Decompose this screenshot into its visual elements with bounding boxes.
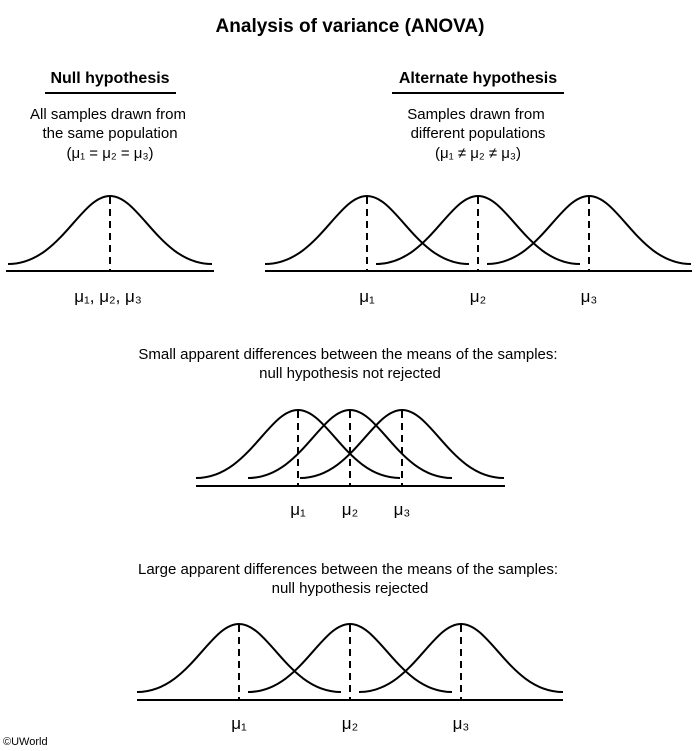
alternate-mu3-label: μ₃ bbox=[580, 287, 598, 306]
small-mu3-label: μ₃ bbox=[393, 500, 411, 519]
null-distribution-curve bbox=[7, 194, 213, 265]
null-hypothesis-formula: (μ₁ = μ₂ = μ₃) bbox=[66, 145, 154, 162]
alternate-mu2-label: μ₂ bbox=[469, 287, 487, 306]
alternate-curve-1 bbox=[264, 194, 470, 265]
null-hypothesis-description-line2: the same population bbox=[42, 125, 178, 142]
large-mu3-label: μ₃ bbox=[452, 714, 470, 733]
large-mu1-label: μ₁ bbox=[231, 714, 247, 733]
large-differences-line1: Large apparent differences between the m… bbox=[138, 561, 558, 578]
small-differences-line1: Small apparent differences between the m… bbox=[138, 346, 558, 363]
large-curve-1 bbox=[136, 622, 342, 693]
large-curve-2 bbox=[247, 622, 453, 693]
small-curve-3 bbox=[299, 408, 505, 479]
alternate-curve-3 bbox=[486, 194, 692, 265]
null-hypothesis-description-line1: All samples drawn from bbox=[30, 106, 186, 123]
small-differences-line2: null hypothesis not rejected bbox=[259, 365, 441, 382]
alternate-mu1-label: μ₁ bbox=[359, 287, 375, 306]
small-mu1-label: μ₁ bbox=[290, 500, 306, 519]
small-mu2-label: μ₂ bbox=[341, 500, 359, 519]
page-title: Analysis of variance (ANOVA) bbox=[215, 16, 485, 37]
copyright-text: ©UWorld bbox=[3, 736, 48, 748]
small-curve-1 bbox=[195, 408, 401, 479]
alternate-hypothesis-formula: (μ₁ ≠ μ₂ ≠ μ₃) bbox=[434, 145, 522, 162]
alternate-hypothesis-description-line2: different populations bbox=[410, 125, 546, 142]
null-means-label: μ₁, μ₂, μ₃ bbox=[74, 287, 142, 306]
large-differences-line2: null hypothesis rejected bbox=[271, 580, 429, 597]
alternate-curve-2 bbox=[375, 194, 581, 265]
alternate-hypothesis-heading: Alternate hypothesis bbox=[398, 70, 558, 87]
large-mu2-label: μ₂ bbox=[341, 714, 359, 733]
large-curve-3 bbox=[358, 622, 564, 693]
small-curve-2 bbox=[247, 408, 453, 479]
null-hypothesis-heading: Null hypothesis bbox=[50, 70, 170, 87]
alternate-hypothesis-description-line1: Samples drawn from bbox=[407, 106, 545, 123]
